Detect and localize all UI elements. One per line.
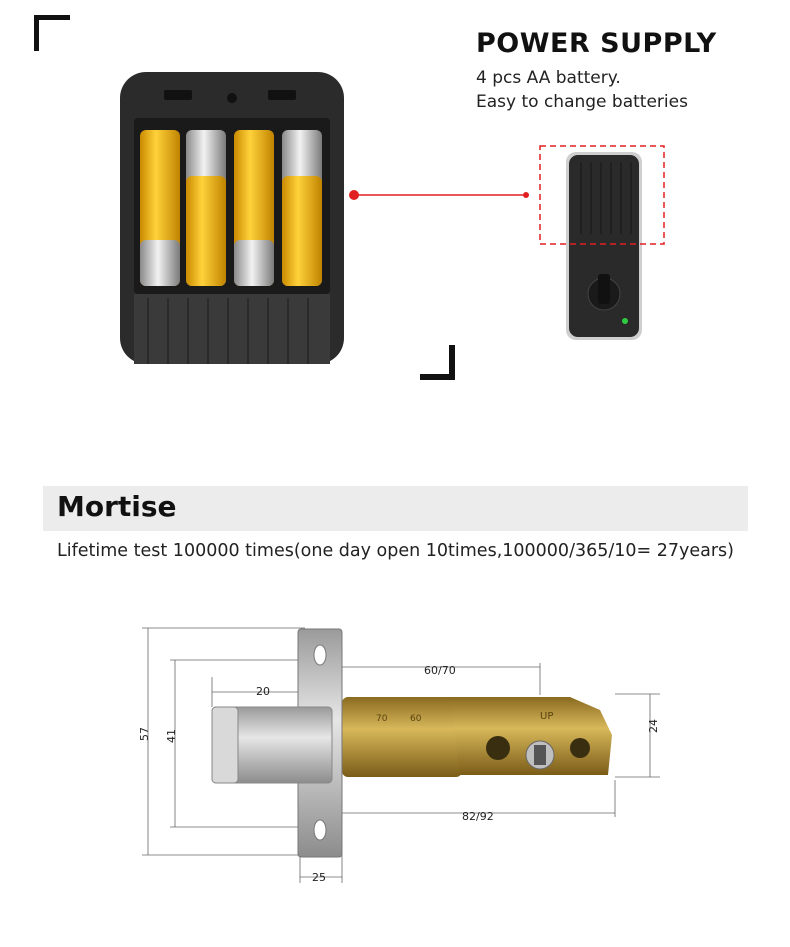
dim-25: 25 xyxy=(312,871,326,884)
mortise-title: Mortise xyxy=(57,490,177,523)
plate-mark-up: UP xyxy=(540,711,553,722)
dim-20: 20 xyxy=(256,685,270,698)
corner-bracket-top-left xyxy=(34,15,70,51)
pointer-line xyxy=(349,190,529,200)
dim-82-92: 82/92 xyxy=(462,810,494,823)
plate-mark-70: 70 xyxy=(376,714,388,724)
plate-mark-60: 60 xyxy=(410,714,422,724)
mortise-description: Lifetime test 100000 times(one day open … xyxy=(57,541,735,561)
dim-41: 41 xyxy=(165,729,178,743)
mortise-diagram: 57 41 20 60/70 24 82/92 25 70 60 UP xyxy=(138,627,660,884)
power-supply-line-1: 4 pcs AA battery. xyxy=(476,68,621,88)
power-supply-title: POWER SUPPLY xyxy=(476,28,717,59)
mortise-section-bar xyxy=(43,486,748,531)
battery-compartment-image xyxy=(120,72,344,364)
dim-60-70: 60/70 xyxy=(424,664,456,677)
dim-24: 24 xyxy=(647,719,660,733)
corner-bracket-bottom-right xyxy=(420,345,455,380)
dim-57: 57 xyxy=(138,727,151,741)
power-supply-line-2: Easy to change batteries xyxy=(476,92,688,112)
lock-overview-image xyxy=(539,145,665,340)
